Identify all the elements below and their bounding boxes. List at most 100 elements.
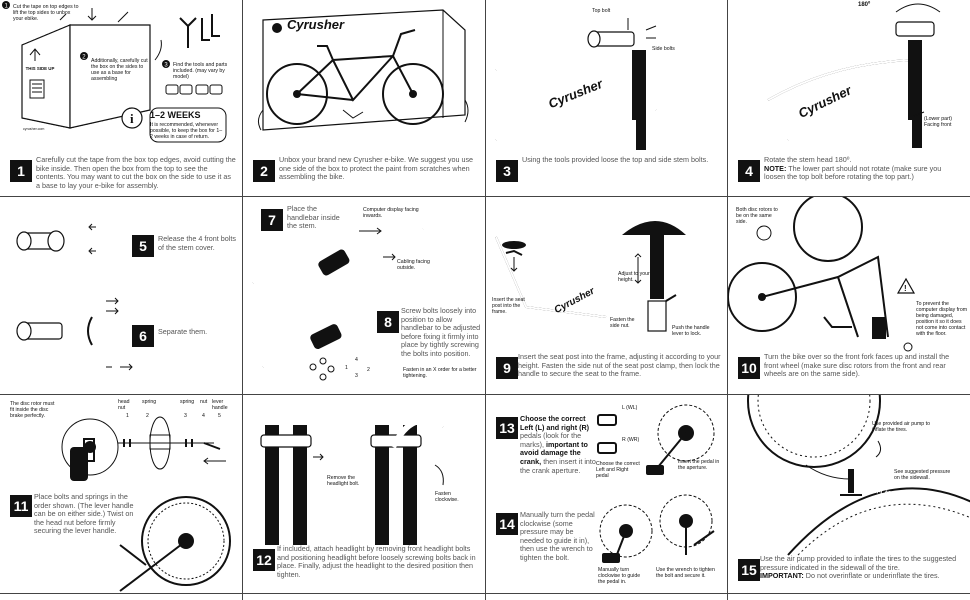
step-13-14-panel: 13 Choose the correct Left (L) and right… (486, 395, 727, 593)
step-15-text: Use the air pump provided to inflate the… (760, 554, 966, 581)
label-right-pedal: R (WR) (622, 437, 640, 443)
step-7-text: Place the handlebar inside the stem. (287, 204, 340, 231)
step-3-badge: 3 (496, 160, 518, 182)
step-11-panel: The disc rotor must fit inside the disc … (0, 395, 242, 593)
part-n4: 4 (202, 413, 205, 419)
step-11-badge: 11 (10, 495, 32, 517)
step-12-text: If included, attach headlight by removin… (277, 544, 476, 579)
step-2-text: Unbox your brand new Cyrusher e-bike. We… (279, 155, 474, 182)
grid-divider (242, 0, 243, 600)
step-3-text: Using the tools provided loose the top a… (522, 155, 709, 164)
grid-divider (0, 593, 970, 594)
step-4-text-pre: Rotate the stem head 180º. (764, 155, 852, 164)
step-4-note-label: NOTE: (764, 163, 787, 173)
x-order-n4: 4 (355, 357, 358, 363)
step-14-text: Manually turn the pedal clockwise (some … (520, 510, 595, 562)
rotate-stem-illustration (767, 3, 941, 148)
label-180: 180º (858, 2, 871, 8)
quick-release-illustration (61, 416, 231, 592)
step-10-badge: 10 (738, 357, 760, 379)
step-14-badge: 14 (496, 513, 518, 535)
label-left-pedal: L (WL) (622, 405, 638, 411)
part-n5: 5 (218, 413, 221, 419)
step-5-6-panel: 5 Release the 4 front bolts of the stem … (0, 197, 242, 394)
step-13-text-end: then insert it into the crank aperture. (520, 456, 596, 475)
label-use-pump: Use provided air pump to inflate the tir… (872, 421, 930, 433)
part-n1: 1 (126, 413, 129, 419)
x-order-n2: 2 (367, 367, 370, 373)
svg-text:1: 1 (5, 4, 9, 10)
step-15-important-text: Do not overinflate or underinflate the t… (805, 571, 940, 581)
step-4-note-text: The lower part should not rotate (make s… (764, 163, 942, 182)
label-adjust-height: Adjust to your height. (618, 271, 650, 283)
step-13-text-mid: pedals (look for the marks), (520, 431, 582, 449)
step-4-badge: 4 (738, 160, 760, 182)
label-suggested-pressure: See suggested pressure on the sidewall. (894, 469, 951, 481)
label-remove-bolt: Remove the headlight bolt. (327, 475, 360, 487)
svg-text:!: ! (904, 284, 907, 293)
label-x-order: Fasten in an X order for a better tighte… (403, 367, 477, 379)
label-insert-pedal: Insert the pedal in the aperture. (678, 459, 720, 471)
step-9-panel: Insert the seat post into the frame. Adj… (486, 197, 727, 394)
pedals-illustration (597, 404, 715, 563)
step-13-text-bold1: Choose the correct Left (L) and right (R… (520, 414, 590, 432)
step-6-badge: 6 (132, 325, 154, 347)
step-9-badge: 9 (496, 357, 518, 379)
grid-divider (0, 196, 970, 197)
stem-cover-illustration (16, 223, 133, 371)
install-wheel-illustration: ! (728, 197, 916, 352)
step-5-text: Release the 4 front bolts of the stem co… (158, 234, 236, 252)
box-brand-label: cyrusher.com (23, 127, 45, 131)
part-n2: 2 (146, 413, 149, 419)
label-manual-turn: Manually turn clockwise to guide the ped… (598, 567, 641, 585)
step-4-text: Rotate the stem head 180º. NOTE: The low… (764, 155, 964, 182)
step-3-panel: Top bolt Side bolts Cyrusher 3 Using the… (486, 0, 727, 196)
box-side-up-label: THIS SIDE UP (25, 66, 55, 71)
weeks-text: It is recommended, whenever possible, to… (150, 122, 223, 140)
svg-text:i: i (130, 111, 134, 126)
label-insert-seatpost: Insert the seat post into the frame. (492, 297, 525, 315)
label-push-lever: Push the handle lever to lock. (672, 325, 710, 337)
label-additionally: Additionally, carefully cut the box on t… (91, 58, 148, 82)
inflate-tire-illustration (747, 395, 970, 556)
unboxed-bike-illustration (257, 9, 469, 131)
step-1-panel: 1 2 3 i Cut the tape on top edges to lif… (0, 0, 242, 196)
step-10-panel: ! Both disc rotors to be on the same sid… (728, 197, 970, 394)
step-13-text-bold2: important to avoid damage the crank, (520, 439, 588, 466)
svg-text:3: 3 (164, 63, 168, 69)
label-choose-pedal: Choose the correct Left and Right pedal (596, 461, 640, 479)
step-12-badge: 12 (253, 549, 275, 571)
svg-text:2: 2 (82, 55, 86, 61)
step-11-text: Place bolts and springs in the order sho… (34, 492, 134, 536)
step-4-panel: 180º (Lower part) Facing front Cyrusher … (728, 0, 970, 196)
label-rotors-same-side: Both disc rotors to be on the same side. (736, 207, 778, 225)
brand-logo-text: Cyrusher (287, 17, 345, 32)
label-head-nut: head nut (118, 399, 130, 411)
x-order-n1: 1 (345, 365, 348, 371)
label-fasten-nut: Fasten the side nut. (610, 317, 635, 329)
label-spring-2: spring (180, 399, 195, 405)
label-spring: spring (142, 399, 157, 405)
grid-divider (485, 0, 486, 600)
step-10-text: Turn the bike over so the front fork fac… (764, 352, 950, 379)
label-wrench-tighten: Use the wrench to tighten the bolt and s… (656, 567, 715, 579)
part-n3: 3 (184, 413, 187, 419)
step-9-text: Insert the seat post into the frame, adj… (518, 352, 721, 379)
label-cut-tape: Cut the tape on top edges to lift the to… (13, 4, 79, 22)
label-prevent-damage: To prevent the computer display from bei… (916, 301, 968, 337)
step-15-badge: 15 (738, 559, 760, 581)
label-fasten-clockwise: Fasten clockwise. (435, 491, 459, 503)
label-lower-part: (Lower part) Facing front (924, 116, 952, 128)
step-15-important-label: IMPORTANT: (760, 571, 804, 581)
step-5-badge: 5 (132, 235, 154, 257)
step-12-panel: Remove the headlight bolt. Fasten clockw… (243, 395, 485, 593)
stem-bolts-illustration (495, 18, 657, 150)
step-6-text: Separate them. (158, 327, 208, 336)
label-lever-handle: lever handle (212, 399, 228, 411)
weeks-title: 1–2 WEEKS (150, 110, 201, 120)
label-disc-fit: The disc rotor must fit inside the disc … (10, 401, 55, 419)
step-13-text: Choose the correct Left (L) and right (R… (520, 414, 596, 475)
step-15-text-main: Use the air pump provided to inflate the… (760, 554, 957, 572)
step-1-text: Carefully cut the tape from the box top … (36, 155, 236, 190)
step-7-8-panel: 7 Place the handlebar inside the stem. C… (243, 197, 485, 394)
